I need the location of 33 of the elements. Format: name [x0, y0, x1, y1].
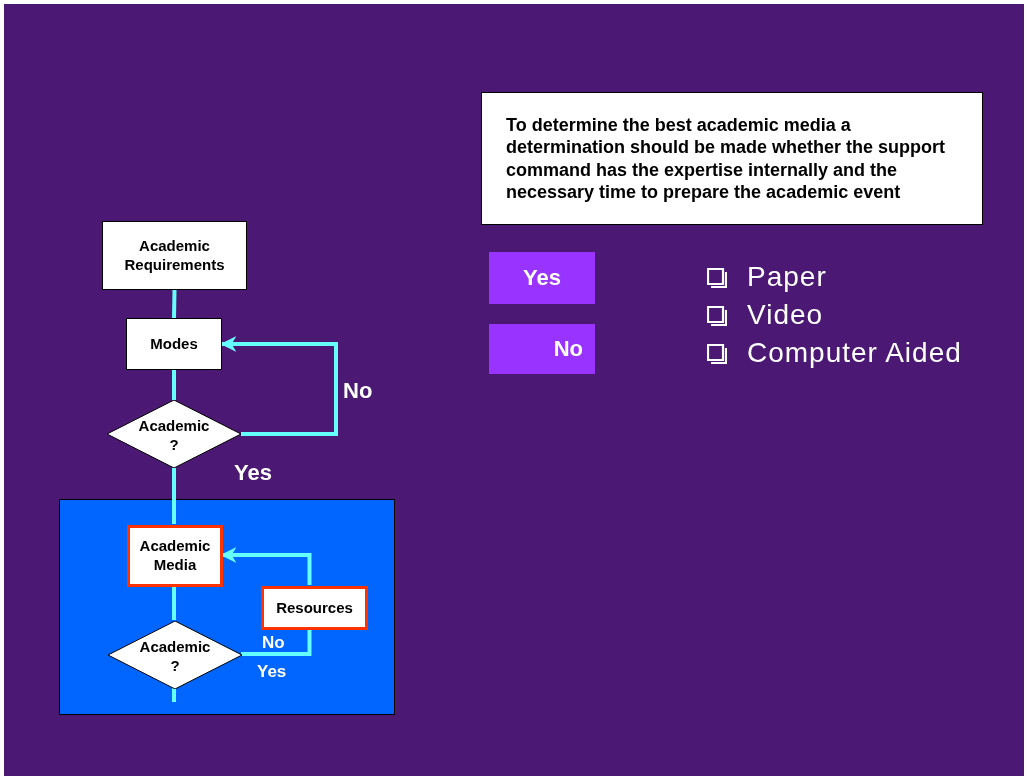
branch-label: Yes	[257, 662, 287, 682]
connector	[220, 547, 312, 585]
process-box	[126, 318, 222, 370]
node-label: Academic ?	[138, 638, 212, 676]
option-box	[489, 252, 595, 304]
note-text: To determine the best academic media a determination should be made whether the support command has the expertise internally and the necessary time to prepare the academic event	[506, 113, 946, 204]
process-box	[102, 221, 247, 290]
edge-label: No	[262, 633, 285, 653]
node-label: No	[553, 335, 583, 363]
process-box	[127, 525, 223, 587]
edge-label: No	[343, 378, 373, 404]
connector	[172, 468, 176, 524]
list-item: Paper	[747, 261, 827, 293]
list-item: Computer Aided	[747, 337, 962, 369]
connector	[172, 688, 176, 702]
connector	[241, 629, 312, 656]
decision-diamond	[108, 621, 242, 689]
connector	[220, 336, 338, 436]
option-box	[489, 324, 595, 374]
node-label: Academic ?	[137, 417, 211, 455]
connector	[172, 586, 176, 620]
node-label: Academic Requirements	[123, 236, 226, 275]
note-box	[481, 92, 983, 225]
node-label: Resources	[276, 598, 353, 618]
panel-background	[59, 499, 395, 715]
node-label: Yes	[523, 264, 561, 292]
list-item: Video	[747, 299, 824, 331]
connector	[172, 370, 176, 400]
process-box	[261, 586, 368, 630]
node-label: Academic Media	[138, 537, 212, 575]
connector	[172, 289, 177, 319]
node-label: Modes	[150, 334, 198, 354]
edge-label: Yes	[234, 460, 272, 486]
